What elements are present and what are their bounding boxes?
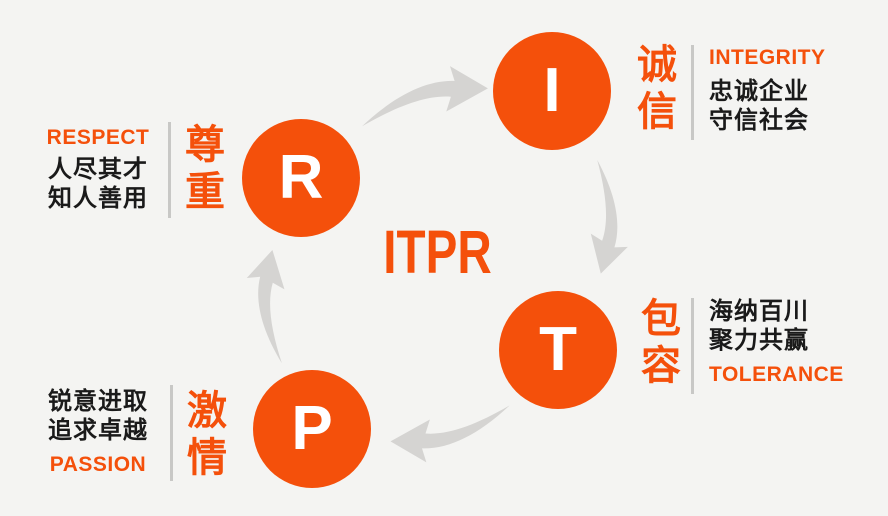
curved-arrow-icon-i-to-t xyxy=(590,159,628,274)
tolerance-desc-line2: 聚力共赢 xyxy=(709,327,809,354)
curved-arrow-icon-r-to-i xyxy=(362,66,488,127)
tolerance-en-label: TOLERANCE xyxy=(709,363,844,386)
respect-en-label: RESPECT xyxy=(46,126,150,149)
passion-divider xyxy=(170,385,173,481)
node-circle-integrity: I xyxy=(493,32,611,150)
integrity-chinese-title: 诚 信 xyxy=(637,43,677,134)
tolerance-divider xyxy=(691,298,694,394)
passion-en-label: PASSION xyxy=(49,453,147,476)
respect-desc-line1: 人尽其才 xyxy=(48,156,148,183)
passion-desc-line2: 追求卓越 xyxy=(48,417,148,444)
tolerance-description: 海纳百川 聚力共赢 TOLERANCE xyxy=(709,297,844,387)
node-letter-tolerance: T xyxy=(539,315,577,384)
node-letter-integrity: I xyxy=(543,56,561,125)
curved-arrow-icon-t-to-p xyxy=(390,405,510,463)
curved-arrow-icon-p-to-r xyxy=(246,249,285,364)
passion-description: 锐意进取 追求卓越 PASSION xyxy=(36,387,160,477)
passion-desc-line1: 锐意进取 xyxy=(48,388,148,415)
passion-chinese-title: 激 情 xyxy=(187,389,227,480)
node-letter-respect: R xyxy=(278,143,324,212)
respect-description: RESPECT 人尽其才 知人善用 xyxy=(36,126,160,213)
node-letter-passion: P xyxy=(291,394,333,463)
integrity-desc-line2: 守信社会 xyxy=(709,107,809,134)
node-circle-passion: P xyxy=(253,370,371,488)
node-circle-tolerance: T xyxy=(499,291,617,409)
respect-divider xyxy=(168,122,171,218)
node-circle-respect: R xyxy=(242,119,360,237)
integrity-description: INTEGRITY 忠诚企业 守信社会 xyxy=(709,46,826,135)
integrity-en-label: INTEGRITY xyxy=(709,46,826,69)
respect-desc-line2: 知人善用 xyxy=(48,185,148,212)
diagram-title: ITPR xyxy=(383,218,492,286)
respect-chinese-title: 尊 重 xyxy=(185,123,225,214)
integrity-desc-line1: 忠诚企业 xyxy=(709,78,809,105)
tolerance-chinese-title: 包 容 xyxy=(641,297,681,388)
integrity-divider xyxy=(691,45,694,140)
tolerance-desc-line1: 海纳百川 xyxy=(709,298,809,325)
